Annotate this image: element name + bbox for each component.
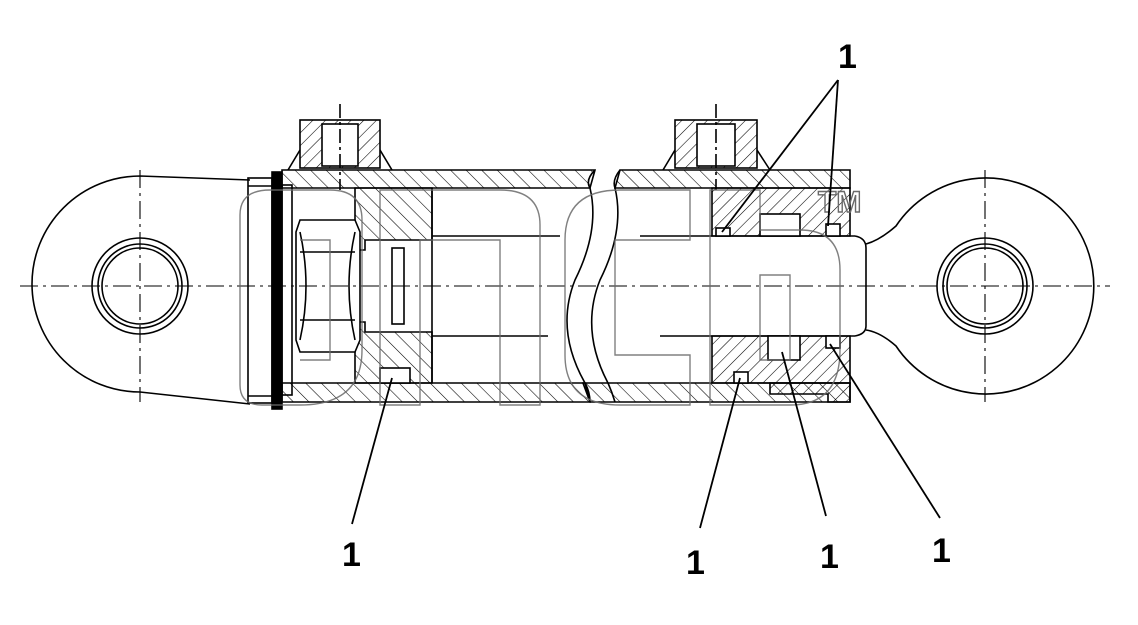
left-cap [247, 171, 293, 410]
watermark [239, 189, 841, 406]
port-right [662, 104, 771, 190]
callout-bottom-right: 1 [932, 532, 951, 570]
callout-bottom-center: 1 [820, 538, 839, 576]
callout-bottom-left: 1 [342, 536, 361, 574]
callout-bottom-center-left: 1 [686, 544, 705, 582]
watermark-tm: TM [818, 186, 861, 219]
piston [354, 187, 433, 384]
port-left [287, 104, 393, 190]
left-eye [31, 175, 251, 405]
leader-lines [351, 79, 941, 529]
callout-top: 1 [838, 38, 857, 76]
